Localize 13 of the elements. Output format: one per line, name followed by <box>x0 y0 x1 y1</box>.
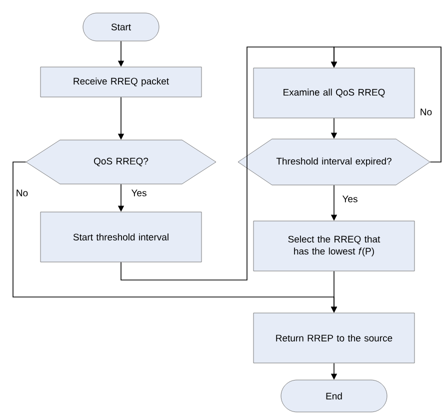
process-box: Select the RREQ that has the lowest f(P) <box>253 220 415 272</box>
process-box: Receive RREQ packet <box>40 66 202 98</box>
process-box: Start threshold interval <box>40 212 202 262</box>
decision-hexagon: Threshold interval expired? <box>238 138 430 186</box>
process-box: Examine all QoS RREQ <box>253 68 415 118</box>
edge-label: Yes <box>130 188 148 198</box>
terminal-box: Start <box>82 12 160 42</box>
edge-label: Yes <box>341 194 359 204</box>
decision-hexagon: QoS RREQ? <box>26 140 216 184</box>
process-box: Return RREP to the source <box>253 312 415 364</box>
edge-label: No <box>418 108 434 116</box>
edge-label: No <box>14 188 30 198</box>
terminal-box: End <box>280 380 388 412</box>
